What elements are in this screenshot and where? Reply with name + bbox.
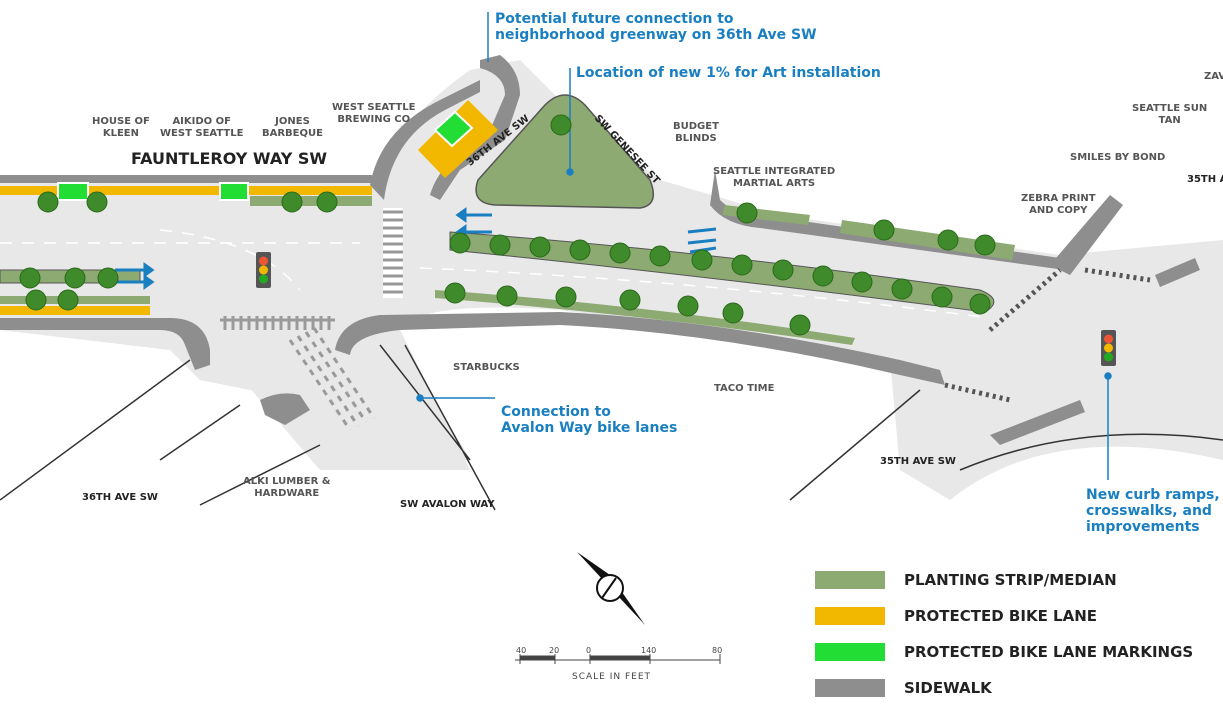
traffic-signal-east	[1101, 330, 1116, 366]
scale-tick-4: 80	[712, 646, 723, 655]
callout-leaders	[416, 12, 1112, 480]
intersection-surface	[200, 330, 470, 470]
east-island	[1155, 258, 1200, 287]
street-avalon: SW AVALON WAY	[400, 499, 495, 510]
planting-south-east	[435, 290, 855, 345]
label-brewing: WEST SEATTLE BREWING CO	[332, 102, 416, 125]
legend-item: PLANTING STRIP/MEDIAN	[815, 562, 1193, 598]
bike-lane-south-west	[0, 306, 150, 315]
callout-greenway: Potential future connection to neighborh…	[495, 11, 817, 43]
scale-tick-0: 40	[516, 646, 527, 655]
callout-art: Location of new 1% for Art installation	[576, 65, 881, 81]
callout-avalon: Connection to Avalon Way bike lanes	[501, 404, 678, 436]
scale-tick-3: 140	[641, 646, 657, 655]
label-budget: BUDGET BLINDS	[673, 121, 719, 144]
legend: PLANTING STRIP/MEDIAN PROTECTED BIKE LAN…	[815, 562, 1193, 706]
legend-label: PROTECTED BIKE LANE MARKINGS	[904, 643, 1194, 661]
north-sidewalk-west	[0, 175, 372, 183]
label-aikido: AIKIDO OF WEST SEATTLE	[160, 116, 244, 139]
label-zav: ZAV	[1204, 71, 1223, 82]
bike-marking-1	[57, 182, 89, 201]
south-sidewalk-east	[335, 312, 945, 385]
zebra-corner	[1050, 195, 1123, 275]
legend-swatch-planting	[815, 571, 885, 589]
south-sidewalk-west	[0, 318, 210, 370]
label-seattle-sun: SEATTLE SUN TAN	[1132, 103, 1208, 126]
southeast-island	[990, 400, 1085, 445]
street-35th-south: 35TH AVE SW	[880, 456, 956, 467]
legend-swatch-sidewalk	[815, 679, 885, 697]
east-intersection-surface	[900, 270, 1223, 470]
callout-curb: New curb ramps, crosswalks, and improvem…	[1086, 487, 1220, 535]
main-street-label: FAUNTLEROY WAY SW	[131, 149, 328, 168]
street-36th-south: 36TH AVE SW	[82, 492, 158, 503]
street-35th-north: 35TH A	[1187, 174, 1223, 185]
legend-item: SIDEWALK	[815, 670, 1193, 706]
north-arrow	[577, 552, 645, 625]
label-alki: ALKI LUMBER & HARDWARE	[243, 476, 331, 499]
scale-caption: SCALE IN FEET	[572, 672, 652, 682]
art-triangle	[475, 94, 655, 209]
label-smiles: SMILES BY BOND	[1070, 152, 1166, 163]
label-martial: SEATTLE INTEGRATED MARTIAL ARTS	[713, 166, 836, 189]
crosswalk-east	[944, 267, 1151, 403]
bike-marking-2	[219, 182, 249, 201]
label-jones: JONES BARBEQUE	[262, 116, 323, 139]
trees	[19, 114, 996, 336]
legend-label: PLANTING STRIP/MEDIAN	[904, 571, 1117, 589]
legend-label: PROTECTED BIKE LANE	[904, 607, 1098, 625]
scale-tick-2: 0	[586, 646, 592, 655]
legend-swatch-bike-lane	[815, 607, 885, 625]
north-curb-36th	[370, 80, 480, 200]
bike-marking-36th	[433, 110, 474, 148]
traffic-signal-west	[256, 252, 271, 288]
label-house-of-kleen: HOUSE OF KLEEN	[92, 116, 150, 139]
southwest-island	[260, 393, 310, 425]
scale-bar	[515, 654, 721, 664]
crosswalk-west	[383, 208, 403, 298]
label-zebra: ZEBRA PRINT AND COPY	[1021, 193, 1096, 216]
legend-item: PROTECTED BIKE LANE MARKINGS	[815, 634, 1193, 670]
label-starbucks: STARBUCKS	[453, 362, 520, 373]
bike-lane-north-west	[0, 186, 372, 195]
street-outline-south	[0, 344, 1223, 511]
lane-dashes	[0, 229, 991, 319]
crosswalk-south	[220, 316, 335, 330]
legend-swatch-bike-markings	[815, 643, 885, 661]
legend-label: SIDEWALK	[904, 679, 992, 697]
scale-tick-1: 20	[549, 646, 560, 655]
legend-item: PROTECTED BIKE LANE	[815, 598, 1193, 634]
label-taco-time: TACO TIME	[714, 383, 775, 394]
planting-north-west	[250, 196, 372, 206]
